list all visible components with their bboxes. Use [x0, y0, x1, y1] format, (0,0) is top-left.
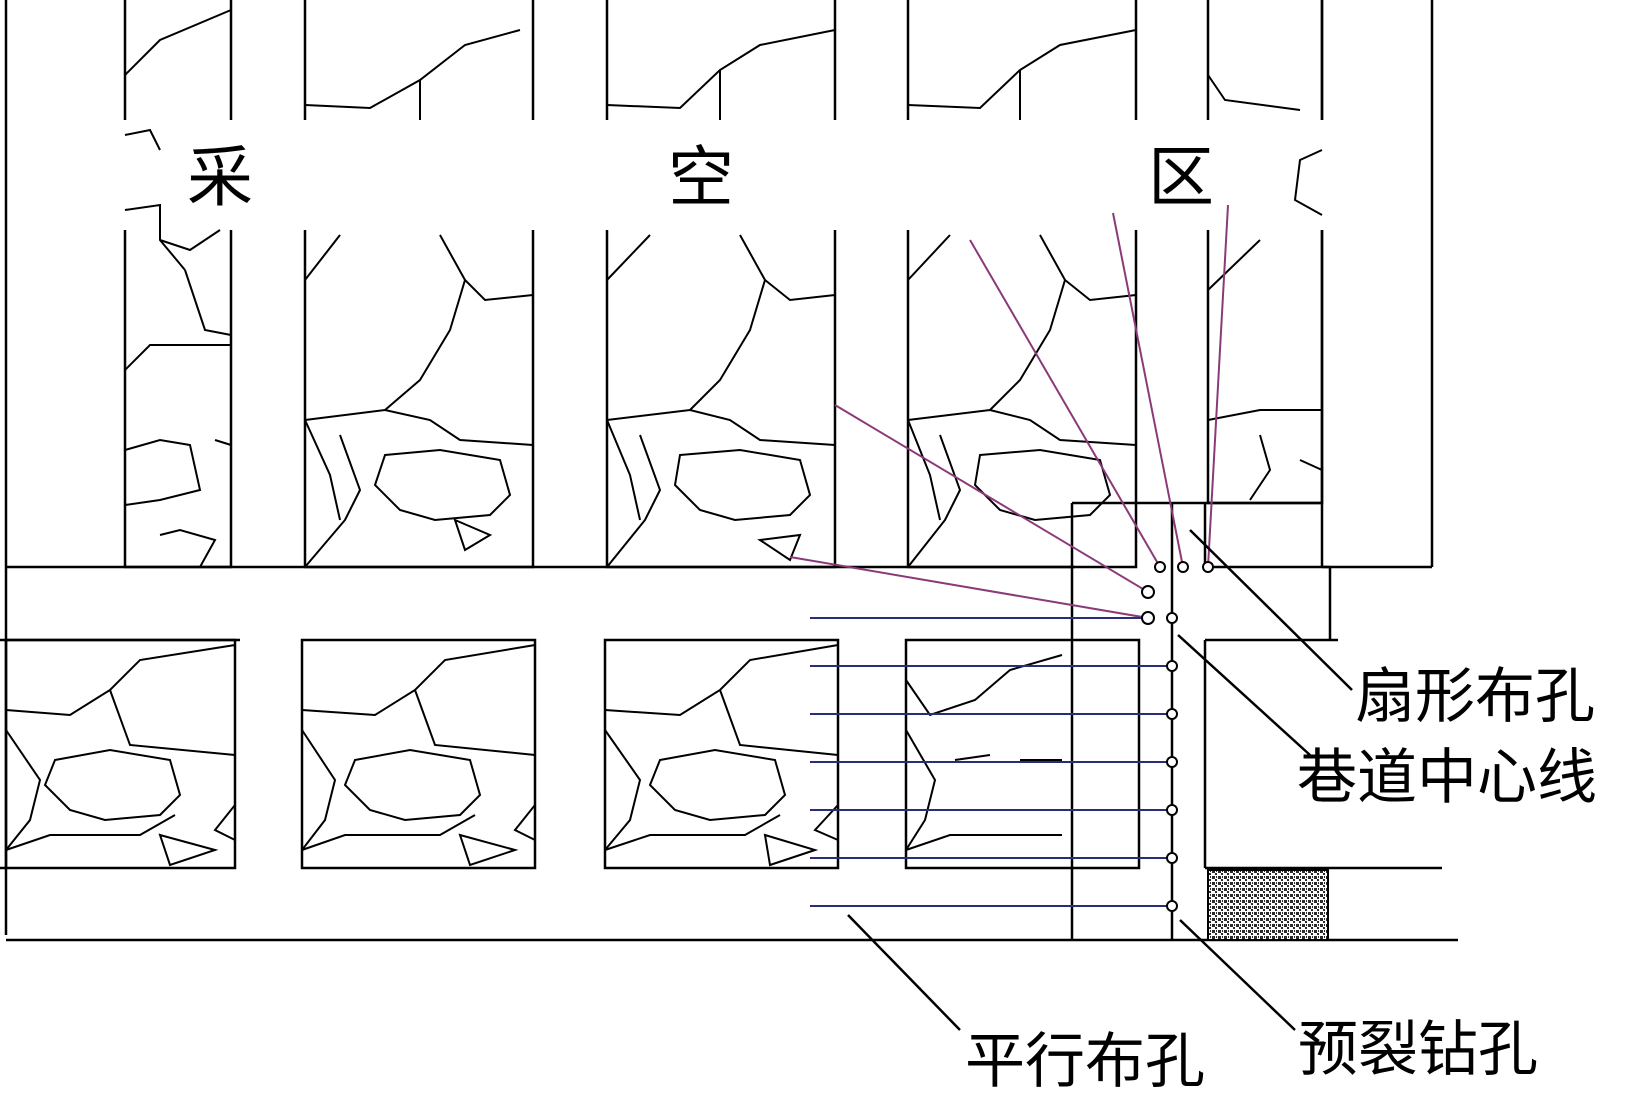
pillar — [603, 638, 840, 870]
fan-holes-leader — [1189, 529, 1353, 691]
fan-borehole — [1141, 585, 1155, 599]
rubble-fill — [1207, 869, 1329, 941]
pillar — [123, 0, 233, 569]
fan-borehole — [1177, 561, 1189, 573]
presplit-borehole — [1166, 708, 1178, 720]
pillar — [1206, 0, 1324, 505]
goaf-label-band — [110, 120, 1325, 230]
centerline-leader — [1177, 634, 1311, 756]
goaf-label-char-1: 采 — [187, 139, 253, 216]
goaf-label-char-3: 区 — [1148, 139, 1214, 216]
callout-leaders — [847, 529, 1353, 1031]
fan-borehole-line — [969, 239, 1161, 568]
fan-borehole-line — [1207, 204, 1229, 568]
pillar — [300, 638, 537, 870]
presplit-borehole — [1166, 756, 1178, 768]
pillar — [303, 0, 535, 569]
parallel-holes-label: 平行布孔 — [965, 1027, 1205, 1097]
presplit-borehole — [1166, 852, 1178, 864]
fan-borehole-line — [1112, 212, 1184, 568]
pillar — [906, 0, 1138, 569]
boreholes — [1141, 561, 1214, 912]
fan-borehole — [1202, 561, 1214, 573]
pillars-bottom — [4, 638, 1141, 870]
pillars-top — [123, 0, 1324, 569]
presplit-holes-label: 预裂钻孔 — [1298, 1015, 1538, 1085]
pillar — [605, 0, 837, 569]
goaf-label-char-2: 空 — [668, 139, 734, 216]
fan-borehole-lines — [789, 204, 1229, 619]
fan-borehole-line — [789, 556, 1149, 619]
pillar — [904, 638, 1141, 870]
roadway-centerline-label: 巷道中心线 — [1297, 743, 1597, 813]
parallel-holes-leader — [847, 914, 961, 1031]
presplit-borehole — [1166, 804, 1178, 816]
presplit-borehole — [1166, 660, 1178, 672]
rock-fractures — [5, 9, 1323, 867]
fan-holes-label: 扇形布孔 — [1355, 662, 1595, 732]
fan-borehole — [1141, 611, 1155, 625]
pillar — [4, 638, 237, 870]
presplit-holes-leader — [1179, 919, 1296, 1031]
fan-borehole-line — [834, 404, 1149, 593]
presplit-borehole — [1166, 612, 1178, 624]
presplit-borehole — [1166, 900, 1178, 912]
parallel-borehole-lines — [810, 617, 1172, 907]
fan-borehole — [1154, 561, 1166, 573]
